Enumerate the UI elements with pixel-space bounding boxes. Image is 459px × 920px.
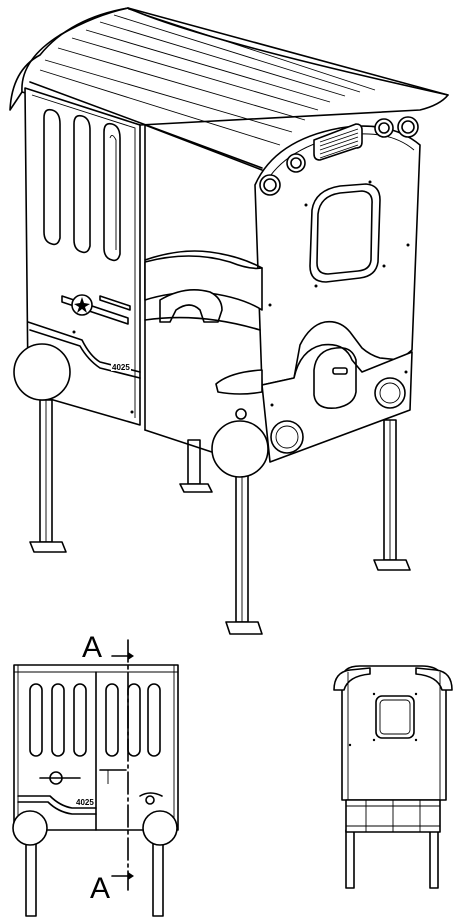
curved-roof [9, 7, 449, 169]
front-cab-panel [254, 116, 421, 463]
rear-wheel [13, 343, 71, 401]
side-elevation-view: 4025 A A [12, 631, 179, 917]
model-number-badge: 4025 [112, 363, 130, 372]
cab-interior [144, 124, 263, 459]
side-door-panel: 4025 [24, 87, 141, 426]
isometric-view: 4025 [9, 7, 449, 635]
front-elevation-view [333, 665, 453, 889]
front-wheel [211, 420, 269, 478]
model-number-badge-side: 4025 [76, 798, 94, 807]
section-label-bottom: A [90, 872, 110, 905]
legs [29, 399, 411, 635]
section-label-top: A [82, 631, 102, 664]
